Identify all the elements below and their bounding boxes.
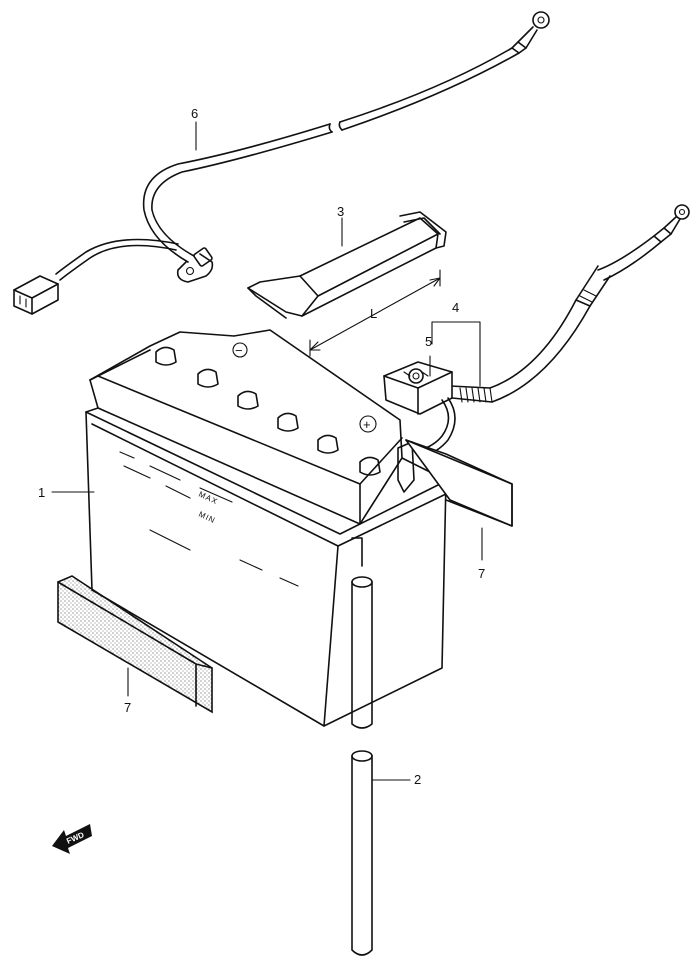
negative-cable-part-6 — [13, 11, 550, 315]
callout-5: 5 — [425, 334, 432, 349]
callout-leaders — [51, 121, 483, 781]
callout-7-left: 7 — [124, 700, 131, 715]
positive-cable-part-4 — [383, 204, 690, 457]
dimension-l-label: L — [370, 306, 377, 321]
callout-3: 3 — [337, 204, 344, 219]
battery-holder-part-3 — [247, 211, 447, 357]
minus-symbol: − — [235, 343, 243, 358]
battery-part-1: − + MAX MIN — [85, 329, 449, 727]
positive-terminal-symbol — [359, 415, 377, 433]
breather-tube-part-2 — [351, 537, 373, 956]
forward-arrow-icon: FWD — [52, 824, 92, 854]
callout-6: 6 — [191, 106, 198, 121]
battery-pad-part-7-left — [57, 575, 213, 714]
callout-4: 4 — [452, 300, 459, 315]
plus-symbol: + — [363, 417, 371, 432]
callout-2: 2 — [414, 772, 421, 787]
callout-7-right: 7 — [478, 566, 485, 581]
negative-terminal-symbol — [232, 342, 248, 358]
callout-1: 1 — [38, 485, 45, 500]
battery-vent-caps — [155, 346, 381, 476]
battery-pad-part-7-right — [405, 439, 513, 527]
